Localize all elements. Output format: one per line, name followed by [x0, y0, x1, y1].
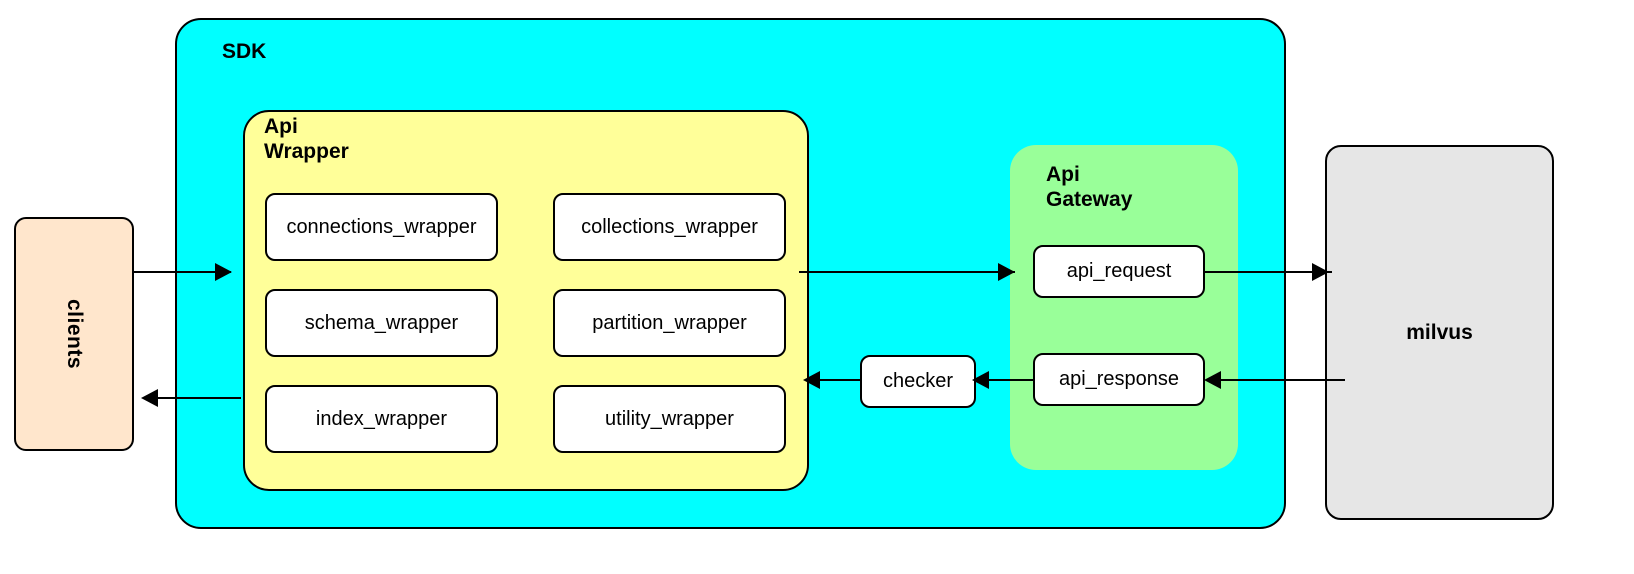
arrow-right-icon	[1312, 263, 1329, 281]
sdk-label: SDK	[222, 40, 267, 63]
edge-milvus-to-api-response	[1215, 379, 1345, 381]
edge-clients-to-sdk	[133, 271, 231, 273]
edge-checker-to-api-wrapper	[816, 379, 862, 381]
module-partition-wrapper[interactable]: partition_wrapper	[553, 289, 786, 357]
module-label: partition_wrapper	[592, 311, 747, 334]
module-collections-wrapper[interactable]: collections_wrapper	[553, 193, 786, 261]
arrow-left-icon	[803, 371, 820, 389]
module-connections-wrapper[interactable]: connections_wrapper	[265, 193, 498, 261]
clients-node[interactable]: clients	[14, 217, 134, 451]
milvus-label: milvus	[1406, 320, 1473, 344]
arrow-left-icon	[972, 371, 989, 389]
module-label: index_wrapper	[315, 407, 448, 430]
module-label: schema_wrapper	[304, 311, 459, 334]
edge-api-response-to-checker	[976, 379, 1034, 381]
arrow-left-icon	[141, 389, 158, 407]
module-schema-wrapper[interactable]: schema_wrapper	[265, 289, 498, 357]
checker-label: checker	[882, 370, 954, 392]
clients-label: clients	[63, 298, 86, 370]
module-label: api_response	[1058, 368, 1180, 390]
api-gateway-label: Api Gateway	[1046, 163, 1133, 211]
edge-sdk-to-clients	[155, 397, 241, 399]
module-label: collections_wrapper	[581, 215, 758, 238]
edge-api-wrapper-to-api-gateway	[799, 271, 1015, 273]
module-label: utility_wrapper	[605, 407, 734, 430]
api-gateway-container[interactable]	[1010, 145, 1238, 470]
arrow-right-icon	[998, 263, 1015, 281]
module-label: api_request	[1066, 260, 1172, 282]
module-utility-wrapper[interactable]: utility_wrapper	[553, 385, 786, 453]
api-wrapper-label: Api Wrapper	[264, 115, 349, 163]
module-api-response[interactable]: api_response	[1033, 353, 1205, 406]
module-index-wrapper[interactable]: index_wrapper	[265, 385, 498, 453]
arrow-right-icon	[215, 263, 232, 281]
milvus-node[interactable]: milvus	[1325, 145, 1554, 520]
module-label: connections_wrapper	[286, 215, 477, 238]
arrow-left-icon	[1204, 371, 1221, 389]
checker-node[interactable]: checker	[860, 355, 976, 408]
edge-api-request-to-milvus	[1204, 271, 1332, 273]
module-api-request[interactable]: api_request	[1033, 245, 1205, 298]
